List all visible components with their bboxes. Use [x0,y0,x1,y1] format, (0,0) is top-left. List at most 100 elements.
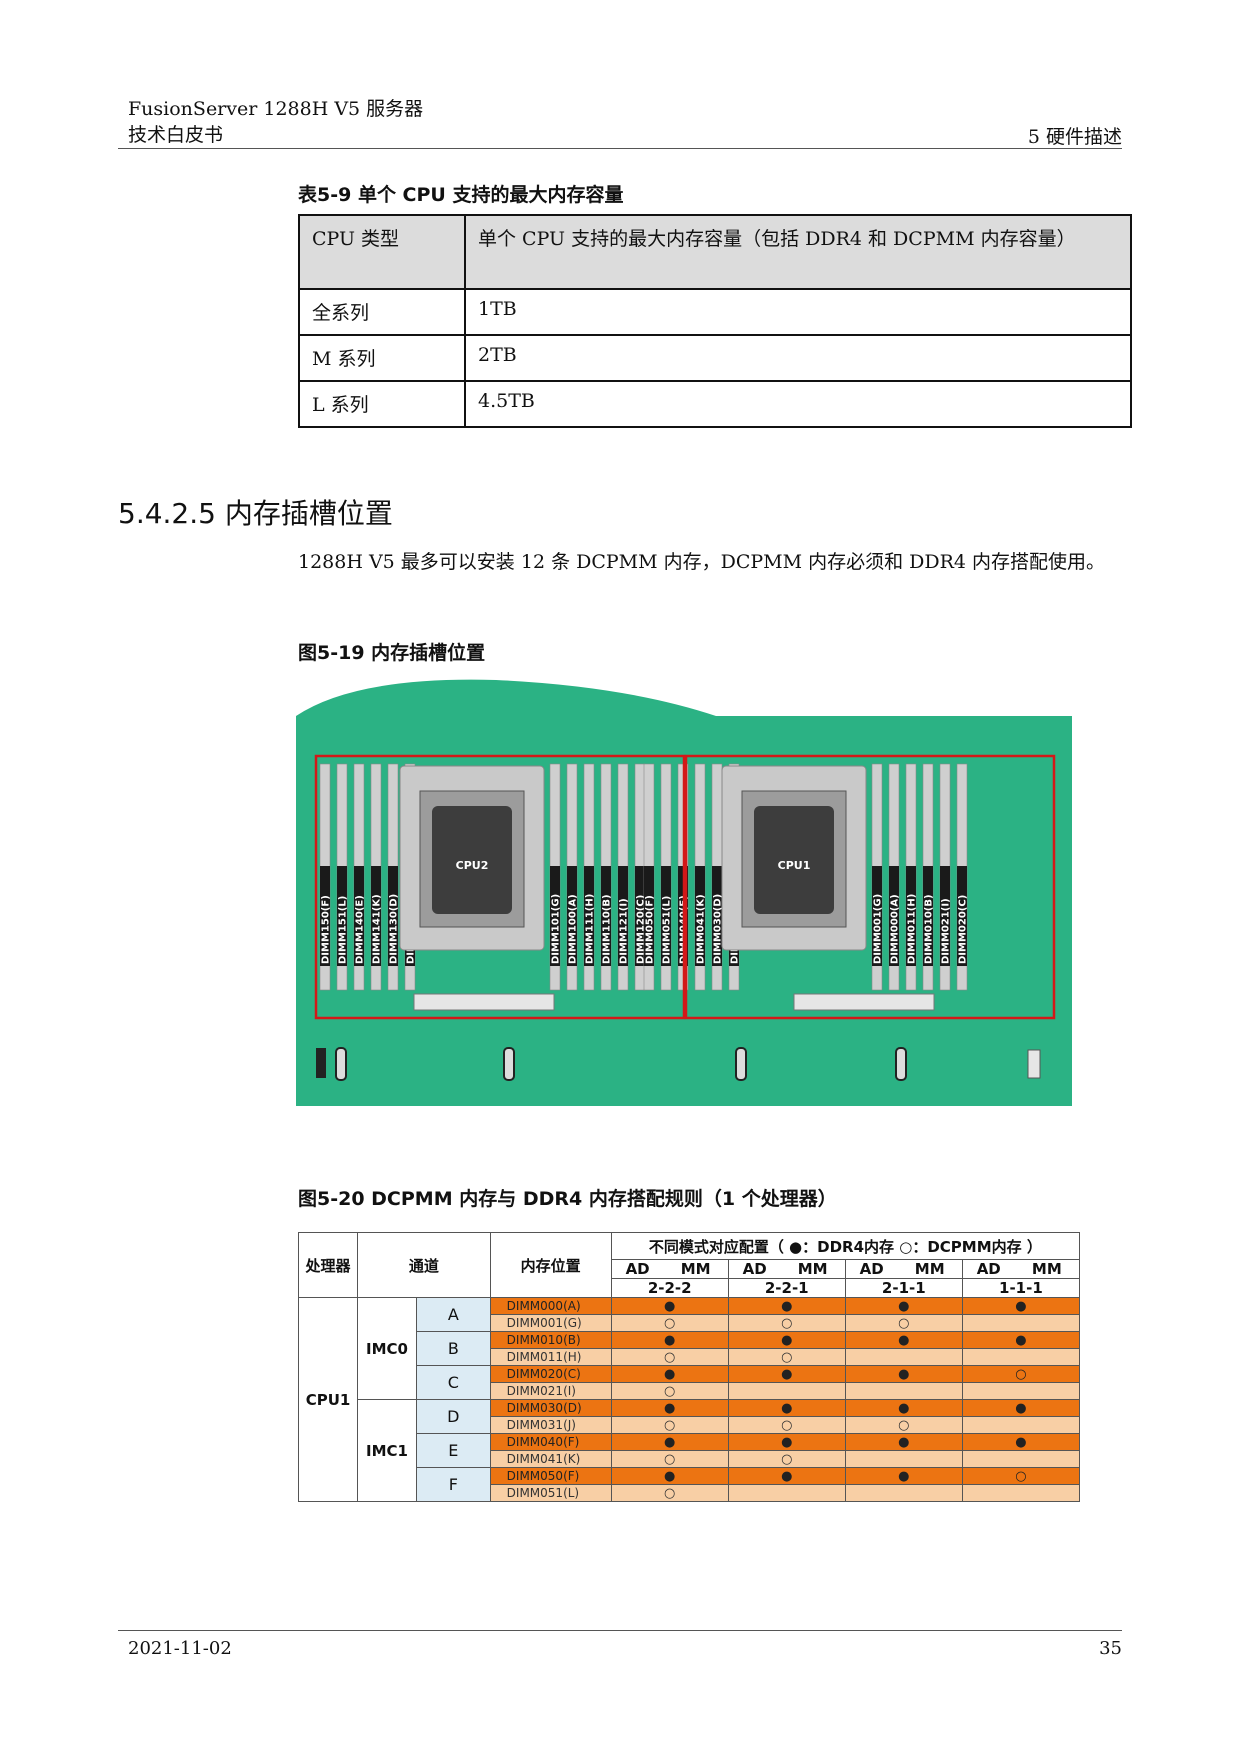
mode-number: 1-1-1 [961,1278,1081,1298]
mode-value [961,1314,1081,1332]
dimm-label-bg [889,866,899,966]
mode-value [961,1382,1081,1400]
dimm-position: DIMM000(A) [489,1297,612,1315]
dimm-position: DIMM030(D) [489,1399,612,1417]
mode-number: 2-1-1 [844,1278,963,1298]
dimm-position: DIMM011(H) [489,1348,612,1366]
dimm-slot-label: DIMM121(I) [619,898,630,964]
mode-ad: AD [610,1259,664,1279]
mode-value: ● [961,1331,1081,1349]
table-header-row: 处理器 通道 内存位置 不同模式对应配置（ ●：DDR4内存 ○：DCPMM内存… [298,1232,1081,1298]
fan-connector [895,1047,907,1081]
mode-value: ○ [727,1450,846,1468]
channel-cell: A [416,1297,491,1332]
dimm-label-bg [371,866,381,966]
table-row: DIMM041(K)○○ [299,1450,1081,1468]
dimm-label-bg [584,866,594,966]
cpu-chip [754,806,834,914]
mode-value: ○ [610,1314,729,1332]
dimm-slot-label: DIMM011(H) [907,894,918,964]
dimm-position: DIMM051(L) [489,1484,612,1502]
mode-value: ● [961,1399,1081,1417]
mode-ad: AD [961,1259,1015,1279]
cpu-label: CPU2 [456,859,489,872]
edge-connector [1027,1049,1041,1079]
dimm-label-bg [337,866,347,966]
dimm-slot-label: DIMM120(C) [636,895,647,964]
dimm-slot-label: DIMM051(L) [662,896,673,964]
dimm-position: DIMM031(J) [489,1416,612,1434]
mode-value: ● [610,1433,729,1451]
fan-connector [735,1047,747,1081]
mode-value: ● [844,1433,963,1451]
mode-ad: AD [844,1259,898,1279]
mode-value: ● [727,1297,846,1315]
mode-value: ● [844,1467,963,1485]
mode-value [727,1382,846,1400]
mode-value: ○ [961,1365,1081,1383]
mode-value: ● [844,1399,963,1417]
mode-value: ○ [961,1467,1081,1485]
dcpmm-ddr4-rule-table: 处理器 通道 内存位置 不同模式对应配置（ ●：DDR4内存 ○：DCPMM内存… [298,1232,1081,1502]
mode-value: ● [727,1433,846,1451]
cpu-cell: CPU1 [298,1297,358,1502]
table-cell: 2TB [464,334,1132,382]
table-cell: 1TB [464,288,1132,336]
dimm-position: DIMM020(C) [489,1365,612,1383]
dimm-position: DIMM040(F) [489,1433,612,1451]
dimm-slot-label: DIMM030(D) [713,894,724,964]
header-processor: 处理器 [298,1232,358,1298]
dimm-label-bg [940,866,950,966]
dimm-slot-label: DIMM150(F) [321,895,332,964]
mode-number-row: 2-2-2 2-2-1 2-1-1 1-1-1 [299,1278,1081,1298]
table-5-9-caption: 表5-9 单个 CPU 支持的最大内存容量 [298,184,624,206]
mode-value [844,1484,963,1502]
channel-cell: E [416,1433,491,1468]
mode-value: ○ [610,1382,729,1400]
dimm-position: DIMM050(F) [489,1467,612,1485]
dimm-label-bg [388,866,398,966]
connector [793,993,935,1011]
header-channel: 通道 [357,1232,491,1298]
mode-value: ● [961,1297,1081,1315]
cpu-chip [432,806,512,914]
dimm-label-bg [644,866,654,966]
channel-cell: B [416,1331,491,1366]
mode-value [961,1484,1081,1502]
mode-value: ● [610,1399,729,1417]
figure-5-20-caption: 图5-20 DCPMM 内存与 DDR4 内存搭配规则（1 个处理器） [298,1188,837,1210]
dimm-slot-label: DIMM000(A) [890,894,901,964]
mode-mm: MM [897,1259,963,1279]
channel-cell: C [416,1365,491,1400]
mode-value: ○ [727,1348,846,1366]
header-modes: 不同模式对应配置（ ●：DDR4内存 ○：DCPMM内存 ） [610,1232,1081,1260]
dimm-slot-label: DIMM100(A) [568,894,579,964]
table-row: DIMM051(L)○ [299,1484,1081,1502]
dimm-label-bg [923,866,933,966]
mode-value: ● [727,1399,846,1417]
dimm-position: DIMM041(K) [489,1450,612,1468]
mode-value [961,1348,1081,1366]
mode-value: ○ [610,1450,729,1468]
mode-value: ○ [610,1416,729,1434]
dimm-slot-label: DIMM101(G) [551,894,562,964]
mode-number: 2-2-1 [727,1278,846,1298]
fan-connector [503,1047,515,1081]
mode-value: ● [610,1365,729,1383]
dimm-slot-label: DIMM050(F) [645,895,656,964]
mode-value: ○ [610,1348,729,1366]
cpu-label: CPU1 [778,859,811,872]
dimm-label-bg [567,866,577,966]
mode-value: ● [844,1331,963,1349]
dimm-label-bg [906,866,916,966]
dimm-label-bg [957,866,967,966]
memory-slot-board-figure: DIMM150(F)DIMM151(L)DIMM140(E)DIMM141(K)… [296,679,1072,1106]
table-cell: L 系列 [298,380,466,428]
dimm-slot-label: DIMM020(C) [958,895,969,964]
mode-value: ○ [727,1416,846,1434]
edge-connector [316,1048,326,1078]
